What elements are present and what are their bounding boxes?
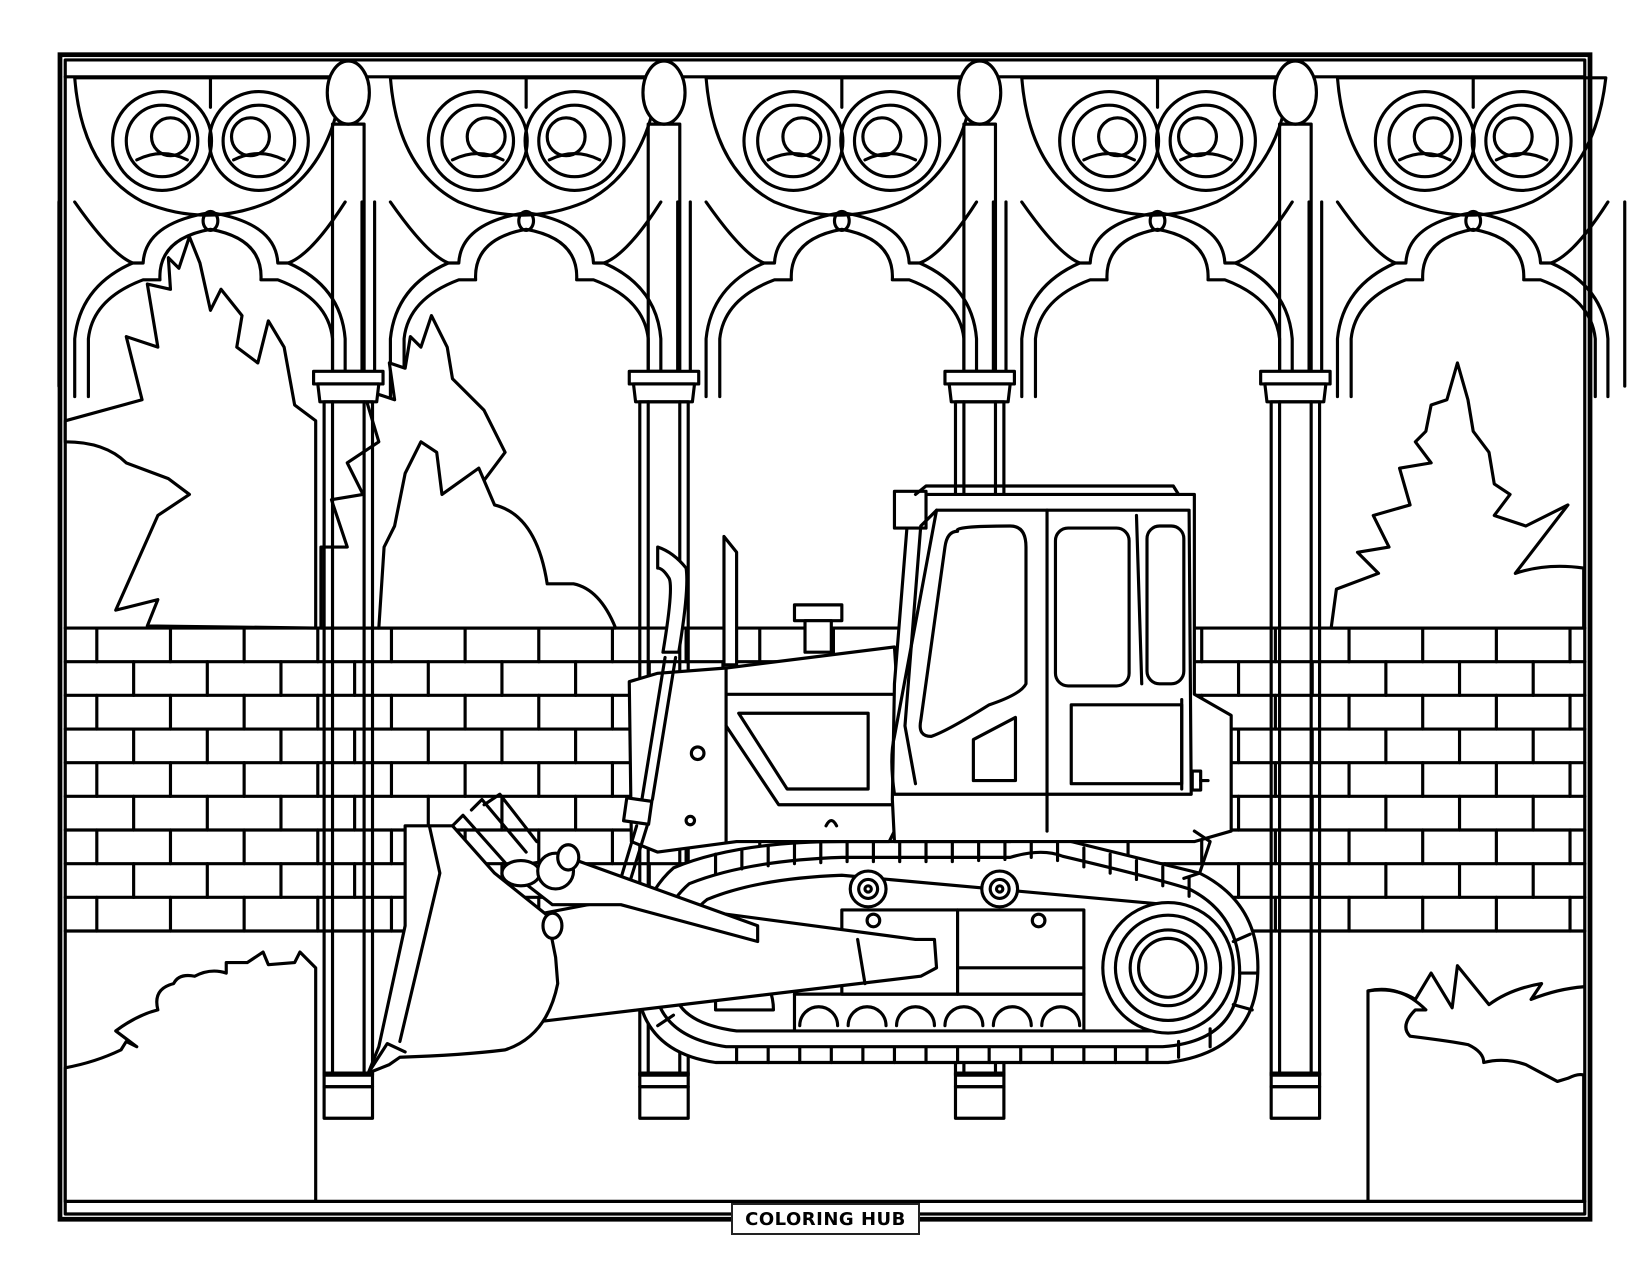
bulldozer bbox=[366, 484, 1260, 1075]
gothic-arches bbox=[57, 76, 1627, 399]
bushes bbox=[63, 950, 1586, 1203]
watermark-label: COLORING HUB bbox=[745, 1208, 906, 1230]
coloring-hub-watermark: COLORING HUB bbox=[731, 1203, 920, 1235]
pine-trees bbox=[63, 235, 1586, 630]
